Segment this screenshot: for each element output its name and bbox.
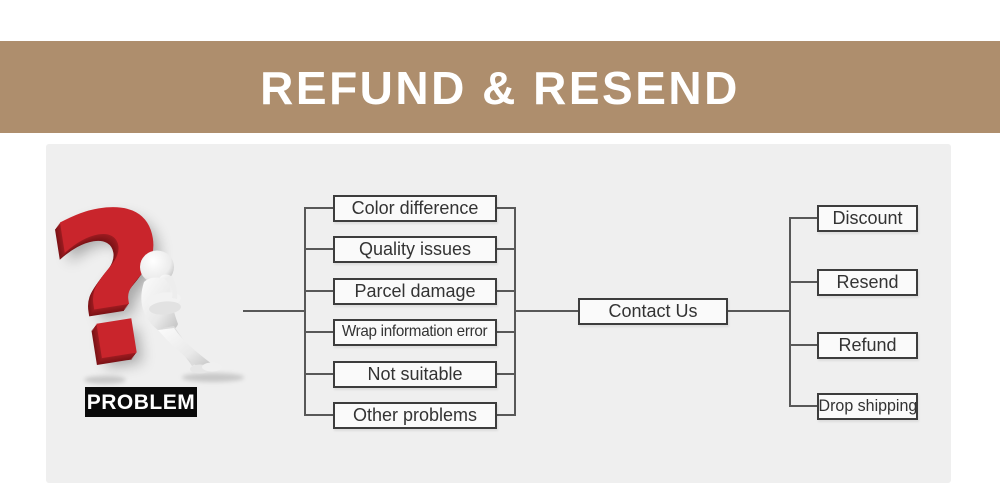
problem-stub-left: [305, 290, 333, 292]
solution-box: Refund: [817, 331, 918, 359]
problem-stub-right: [497, 331, 516, 333]
left-rail: [304, 207, 306, 416]
banner: REFUND & RESEND: [0, 41, 1000, 133]
thinking-person-graphic: [140, 250, 222, 374]
problem-box: Wrap information error: [333, 318, 497, 346]
problem-stub-right: [497, 290, 516, 292]
problem-stub-left: [305, 331, 333, 333]
problem-box-text: Quality issues: [358, 238, 472, 259]
solution-box-text: Discount: [832, 207, 903, 228]
problem-stub-left: [305, 414, 333, 416]
rail-to-hub-line: [515, 310, 578, 312]
problem-stub-left: [305, 207, 333, 209]
ground-shadow: [84, 376, 126, 384]
problem-box: Other problems: [333, 401, 497, 429]
problem-box: Not suitable: [333, 360, 497, 388]
flowchart-panel: [46, 144, 951, 483]
hub-box: Contact Us: [578, 297, 728, 325]
problem-stub-right: [497, 207, 516, 209]
ground-shadow: [182, 373, 244, 382]
problem-box-text: Other problems: [352, 404, 478, 425]
solution-stub: [790, 281, 817, 283]
solution-stub: [790, 344, 817, 346]
problem-box-text: Parcel damage: [354, 280, 476, 301]
problem-stub-right: [497, 373, 516, 375]
hub-to-rail-line: [728, 310, 791, 312]
solution-box: Drop shipping: [817, 392, 918, 420]
problem-box: Quality issues: [333, 235, 497, 263]
solution-stub: [790, 405, 817, 407]
right-rail: [789, 217, 791, 407]
hub-box-text: Contact Us: [608, 300, 698, 321]
problem-box: Color difference: [333, 194, 497, 222]
figure-to-rail-line: [243, 310, 305, 312]
problem-label: PROBLEM: [85, 387, 197, 417]
solution-stub: [790, 217, 817, 219]
problem-stub-right: [497, 414, 516, 416]
solution-box-text: Resend: [836, 271, 899, 292]
solution-box-text: Refund: [838, 334, 897, 355]
problem-stub-left: [305, 373, 333, 375]
solution-box: Discount: [817, 204, 918, 232]
solution-box: Resend: [817, 268, 918, 296]
problem-box: Parcel damage: [333, 277, 497, 305]
banner-title: REFUND & RESEND: [260, 62, 740, 114]
problem-stub-left: [305, 248, 333, 250]
problem-box-text: Color difference: [351, 197, 479, 218]
solution-box-text: Drop shipping: [818, 396, 917, 415]
problem-stub-right: [497, 248, 516, 250]
problem-box-text: Not suitable: [367, 363, 463, 384]
problem-box-text: Wrap information error: [342, 323, 488, 340]
